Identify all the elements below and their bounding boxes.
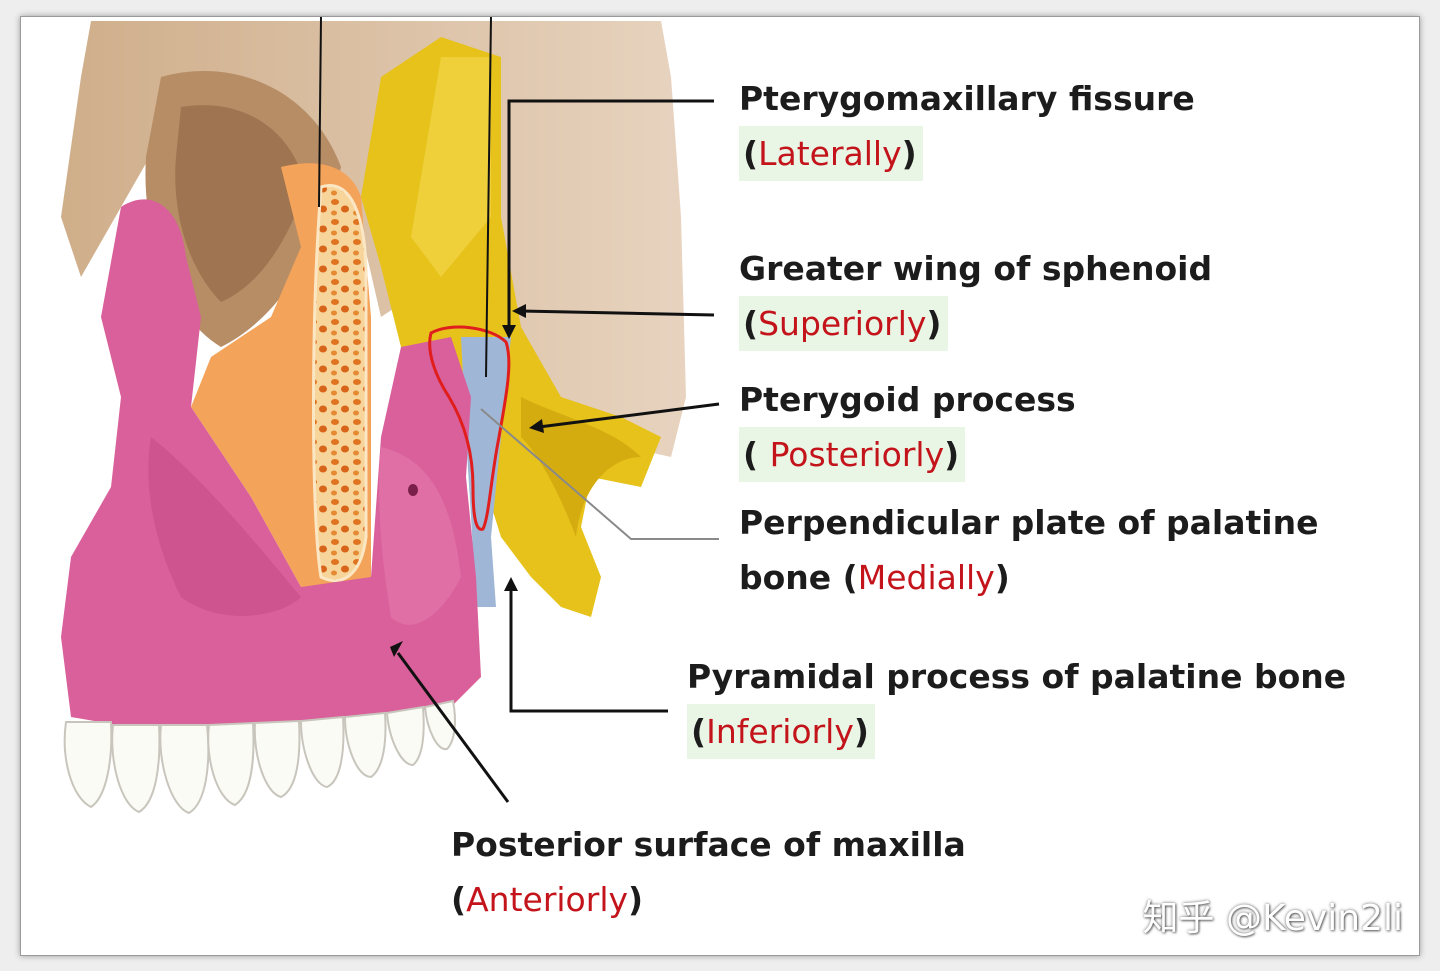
label-direction-line: (Anteriorly) xyxy=(451,872,966,927)
label-direction-line: bone (Medially) xyxy=(739,550,1318,605)
label-name: Pyramidal process of palatine bone xyxy=(687,657,1347,696)
paren-open: ( xyxy=(743,134,759,173)
paren-close: ) xyxy=(926,304,942,343)
label-direction-box: (Inferiorly) xyxy=(687,704,875,759)
paren-open: ( xyxy=(743,304,759,343)
label-name: Pterygomaxillary fissure xyxy=(739,79,1195,118)
label-pterygomaxillary-fissure: Pterygomaxillary fissure (Laterally) xyxy=(739,71,1195,181)
paren-open: ( xyxy=(691,712,707,751)
label-direction-box: (Superiorly) xyxy=(739,296,948,351)
label-posterior-surface-of-maxilla: Posterior surface of maxilla (Anteriorly… xyxy=(451,817,966,927)
paren-close: ) xyxy=(994,558,1010,597)
teeth xyxy=(63,699,456,815)
direction-text: Inferiorly xyxy=(706,712,854,751)
label-name: Greater wing of sphenoid xyxy=(739,249,1213,288)
paren-close: ) xyxy=(853,712,869,751)
paren-open: ( xyxy=(451,880,467,919)
paren-close: ) xyxy=(944,435,960,474)
label-direction-box: ( Posteriorly) xyxy=(739,427,966,482)
label-pyramidal-process-of-palatine: Pyramidal process of palatine bone (Infe… xyxy=(687,649,1346,759)
label-name: Perpendicular plate of palatine xyxy=(739,503,1319,542)
paren-close: ) xyxy=(901,134,917,173)
paren-open: ( xyxy=(743,435,770,474)
figure-frame: Pterygomaxillary fissure (Laterally) Gre… xyxy=(20,16,1420,956)
highlight-outline xyxy=(428,325,511,531)
watermark: 知乎 @Kevin2li xyxy=(1142,898,1403,939)
direction-text: Anteriorly xyxy=(466,880,629,919)
label-name-line2: bone ( xyxy=(739,558,858,597)
maxilla-bone xyxy=(61,199,481,729)
direction-text: Medially xyxy=(857,558,995,597)
pointer-lines xyxy=(318,17,720,803)
label-pterygoid-process: Pterygoid process ( Posteriorly) xyxy=(739,372,1076,482)
anatomy-illustration xyxy=(61,17,720,815)
label-direction-box: (Laterally) xyxy=(739,126,923,181)
palatine-bone xyxy=(461,337,511,607)
label-greater-wing-of-sphenoid: Greater wing of sphenoid (Superiorly) xyxy=(739,241,1212,351)
pointer-arrowheads xyxy=(390,304,544,657)
direction-text: Superiorly xyxy=(758,304,927,343)
label-perpendicular-plate-of-palatine: Perpendicular plate of palatine bone (Me… xyxy=(739,495,1318,605)
label-name: Pterygoid process xyxy=(739,380,1076,419)
paren-close: ) xyxy=(628,880,644,919)
direction-text: Posteriorly xyxy=(769,435,945,474)
cancellous-bone-section xyxy=(312,184,368,583)
direction-text: Laterally xyxy=(758,134,902,173)
label-name: Posterior surface of maxilla xyxy=(451,825,966,864)
